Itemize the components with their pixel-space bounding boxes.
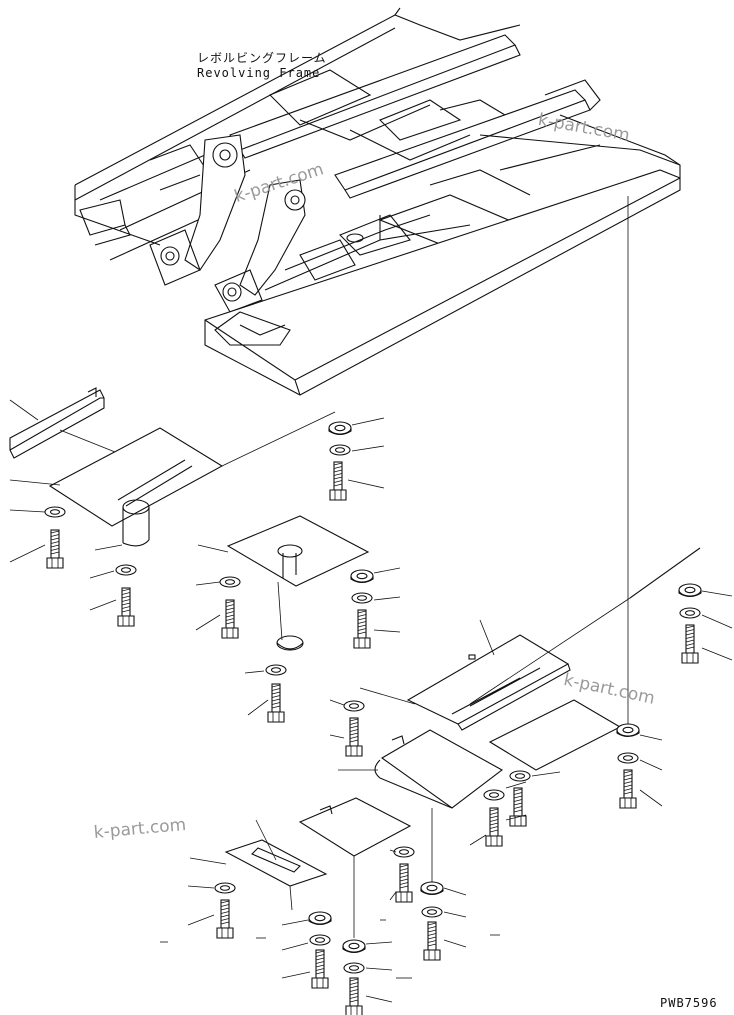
callout-line — [281, 919, 309, 926]
washer — [308, 911, 332, 926]
callout-line — [94, 544, 123, 551]
callout-line — [373, 567, 401, 574]
callout-line — [244, 670, 265, 674]
revolving-frame — [74, 7, 681, 396]
middle-cover-group — [374, 729, 504, 884]
figure-code: PWB7596 — [660, 996, 718, 1010]
left-cover-group — [9, 387, 336, 547]
washer — [44, 506, 66, 518]
callout-line — [187, 914, 215, 926]
right-cover-group — [359, 547, 701, 771]
bolt — [345, 977, 363, 1015]
washer — [309, 934, 331, 946]
callout-line — [329, 734, 345, 739]
callout-line — [531, 771, 561, 777]
callout-line — [505, 781, 527, 789]
washer — [115, 564, 137, 576]
callout-line — [365, 995, 393, 1003]
bolt — [423, 921, 441, 961]
callout-line — [351, 417, 385, 426]
callout-line — [351, 445, 385, 452]
callout-line — [189, 857, 227, 865]
washer — [265, 664, 287, 676]
washer — [393, 846, 415, 858]
callout-line — [9, 509, 46, 513]
washer — [420, 881, 444, 896]
callout-line — [389, 891, 397, 901]
washer — [509, 770, 531, 782]
bolt — [681, 624, 699, 664]
washer — [350, 569, 374, 584]
callout-line — [701, 614, 733, 629]
callout-line — [365, 941, 393, 945]
washer — [342, 939, 366, 954]
washer — [678, 583, 702, 598]
callout-line — [347, 479, 385, 489]
washer — [617, 752, 639, 764]
callout-line — [701, 647, 733, 661]
callout-line — [89, 570, 115, 579]
title-japanese: レボルビングフレーム — [197, 51, 327, 65]
bolt — [329, 461, 347, 501]
bolt — [216, 899, 234, 939]
callout-line — [9, 544, 46, 563]
callout-line — [281, 971, 311, 979]
bolt — [221, 599, 239, 639]
callout-line — [639, 759, 663, 771]
washer — [219, 576, 241, 588]
callout-line — [373, 596, 401, 601]
bolt — [395, 863, 413, 903]
callout-line — [505, 814, 527, 821]
callout-line — [365, 967, 393, 971]
callout-lines — [9, 417, 733, 1003]
callout-line — [443, 887, 467, 896]
callout-line — [389, 849, 397, 853]
bolt — [353, 609, 371, 649]
callout-line — [195, 614, 221, 631]
callout-line — [479, 619, 495, 656]
bolt — [267, 683, 285, 723]
callout-line — [469, 834, 487, 846]
callout-line — [281, 942, 309, 951]
washer — [328, 421, 352, 436]
callout-line — [329, 699, 345, 706]
washer — [351, 592, 373, 604]
callout-line — [195, 581, 221, 586]
callout-line — [701, 590, 733, 597]
bolt — [509, 787, 527, 827]
bolt — [311, 949, 329, 989]
bolt — [485, 807, 503, 847]
callout-line — [373, 629, 401, 633]
title-english: Revolving Frame — [197, 66, 321, 80]
callout-line — [197, 544, 229, 553]
washer — [343, 962, 365, 974]
washer — [329, 444, 351, 456]
callout-line — [247, 699, 269, 716]
washer — [343, 700, 365, 712]
fasteners — [44, 421, 702, 1015]
washer — [214, 882, 236, 894]
washer — [421, 906, 443, 918]
callout-line — [639, 734, 663, 741]
washer — [483, 789, 505, 801]
callout-line — [443, 939, 467, 948]
callout-line — [443, 911, 467, 918]
bolt — [117, 587, 135, 627]
callout-line — [639, 789, 663, 807]
bolt — [345, 717, 363, 757]
callout-line — [187, 885, 215, 889]
bolt — [46, 529, 64, 569]
washer — [616, 723, 640, 738]
callout-line — [89, 599, 117, 611]
center-cover-group — [226, 515, 370, 651]
washer — [679, 607, 701, 619]
lower-cover-group — [224, 797, 412, 938]
bolt — [619, 769, 637, 809]
